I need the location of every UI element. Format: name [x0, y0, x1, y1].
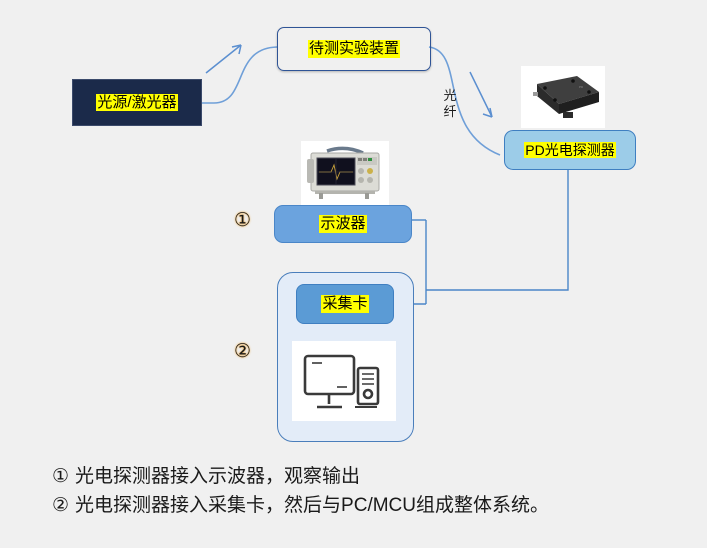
node-light-source[interactable]: 光源/激光器	[72, 79, 202, 126]
caption-text-1: 光电探测器接入示波器，观察输出	[75, 466, 361, 487]
node-device-under-test[interactable]: 待测实验装置	[277, 27, 431, 71]
device-under-test-label: 待测实验装置	[307, 40, 400, 58]
direction-arrow-up-right	[205, 44, 242, 74]
marker-one: ①	[234, 209, 252, 231]
caption-marker-2: ②	[52, 495, 70, 517]
oscilloscope-label: 示波器	[319, 215, 367, 233]
wire-source-to-dut	[200, 46, 278, 104]
caption-text-2: 光电探测器接入采集卡，然后与PC/MCU组成整体系统。	[75, 495, 549, 517]
wire-pd-to-branch	[426, 168, 569, 291]
oscilloscope-photo	[301, 141, 389, 205]
fiber-edge-label: 光纤	[443, 88, 457, 120]
wire-dut-to-pd	[428, 46, 501, 156]
node-photodetector[interactable]: PD光电探测器	[504, 130, 636, 170]
node-oscilloscope[interactable]: 示波器	[274, 205, 412, 243]
marker-two: ②	[234, 340, 252, 362]
photodetector-photo: PD	[521, 66, 605, 128]
daq-card-label: 采集卡	[321, 295, 369, 313]
svg-text:PD: PD	[579, 85, 584, 89]
photodetector-label: PD光电探测器	[524, 141, 616, 159]
desktop-computer-icon	[292, 341, 396, 421]
fiber-direction-arrow-down	[469, 71, 493, 118]
caption-marker-1: ①	[52, 466, 70, 487]
light-source-label: 光源/激光器	[96, 93, 178, 112]
node-daq-card[interactable]: 采集卡	[296, 284, 394, 324]
